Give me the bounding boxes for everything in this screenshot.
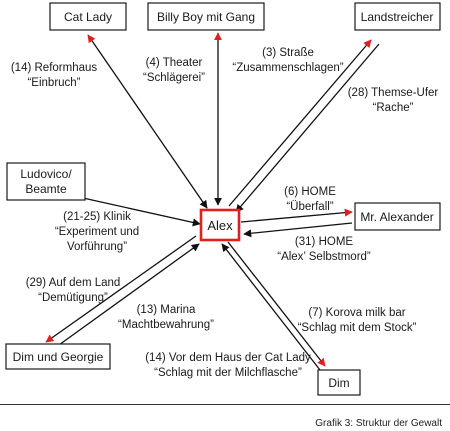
node-landstreicher: Landstreicher [354,2,441,31]
edge-dim-7 [227,241,326,367]
edge-label-e29-2: “Demütigung” [38,292,108,304]
edge-label-e13-1: (13) Marina [137,304,196,316]
edge-label-e14b-1: (14) Vor dem Haus der Cat Lady [145,352,311,364]
node-cat-lady: Cat Lady [49,2,127,31]
edge-label-e21-1: (21-25) Klinik [63,211,131,223]
edge-label-e4-2: “Schlägerei” [143,72,205,84]
node-billy-boy-label: Billy Boy mit Gang [157,10,255,24]
edge-ludovico [82,197,201,227]
edge-label-e4-1: (4) Theater [146,57,203,69]
edge-label-e28-1: (28) Themse-Ufer [348,87,439,99]
nodes-layer: Cat Lady Billy Boy mit Gang Landstreiche… [5,2,441,396]
edge-label-e7-2: “Schlag mit dem Stock” [298,322,417,334]
edge-label-e6-2: “Überfall” [286,201,333,213]
node-cat-lady-label: Cat Lady [64,10,112,24]
node-dim: Dim [317,369,361,396]
edge-label-e14b-2: “Schlag mit der Milchflasche” [154,367,302,379]
node-mr-alexander: Mr. Alexander [354,202,441,231]
edge-landstreicher-3 [228,39,372,207]
node-dim-georgie: Dim und Georgie [5,343,111,370]
edge-dim-georgie-29 [45,235,197,343]
edge-label-e28-2: “Rache” [373,102,414,114]
edge-label-e31-2: “Alex’ Selbstmord” [277,251,371,263]
edge-label-e14-1: (14) Reformhaus [11,62,98,74]
figure-caption: Grafik 3: Struktur der Gewalt [315,418,442,429]
node-ludovico: Ludovico/ Beamte [6,162,86,201]
edges-layer [45,32,380,371]
edge-landstreicher-28 [235,43,380,213]
node-alex: Alex [199,208,241,242]
node-dim-georgie-label: Dim und Georgie [13,350,104,364]
edge-label-e29-1: (29) Auf dem Land [26,277,121,289]
node-landstreicher-label: Landstreicher [361,10,434,24]
edge-label-e3-2: “Zusammenschlagen” [232,62,343,74]
node-alex-label: Alex [207,218,233,233]
edge-label-e13-2: “Machtbewahrung” [118,319,214,331]
edge-dim-14 [221,243,321,371]
edge-label-e31-1: (31) HOME [295,236,353,248]
node-mr-alexander-label: Mr. Alexander [360,210,433,224]
node-ludovico-label-2: Beamte [25,182,67,196]
edge-label-e6-1: (6) HOME [284,186,336,198]
edge-dim-georgie-13 [51,243,200,351]
edge-mr-alexander-6 [240,208,353,223]
edge-label-e3-1: (3) Straße [262,47,314,59]
node-dim-label: Dim [328,376,349,390]
edge-cat-lady [87,34,208,209]
edge-labels-layer: (14) Reformhaus “Einbruch” (4) Theater “… [11,47,439,379]
edge-mr-alexander-31 [243,222,353,238]
caption-divider [0,404,450,405]
node-ludovico-label-1: Ludovico/ [20,167,72,181]
edge-label-e21-3: Vorführung” [67,241,127,253]
edge-label-e7-1: (7) Korova milk bar [308,307,405,319]
edge-label-e21-2: “Experiment und [55,226,139,238]
node-billy-boy: Billy Boy mit Gang [147,2,265,31]
edge-label-e14-2: “Einbruch” [27,77,80,89]
